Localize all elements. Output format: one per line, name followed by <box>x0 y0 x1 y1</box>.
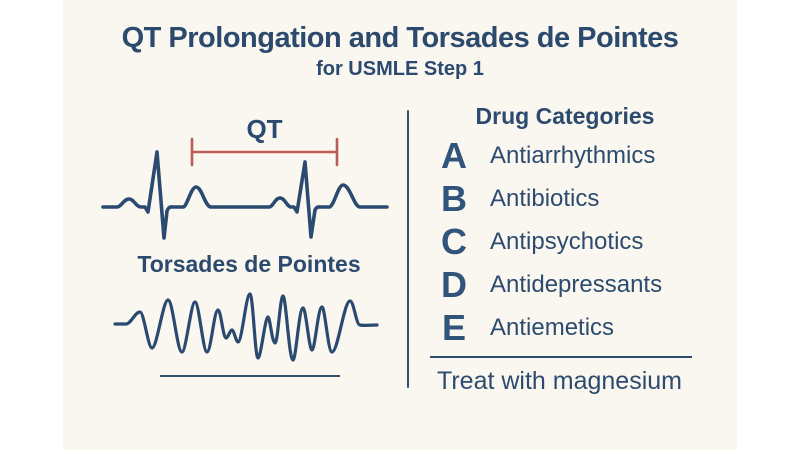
item-letter: B <box>441 177 467 219</box>
drug-categories-list: A Antiarrhythmics B Antibiotics C Antips… <box>432 134 732 349</box>
treatment-note: Treat with magnesium <box>437 367 682 395</box>
page-title: QT Prolongation and Torsades de Pointes <box>121 22 679 54</box>
item-letter: D <box>441 263 467 305</box>
torsades-diagram <box>113 292 379 362</box>
item-letter: C <box>441 220 467 262</box>
drug-categories-heading: Drug Categories <box>475 103 655 129</box>
ecg-waveform <box>101 150 389 240</box>
list-item-antibiotics: B Antibiotics <box>432 177 732 220</box>
item-label: Antibiotics <box>490 184 600 212</box>
list-item-antidepressants: D Antidepressants <box>432 263 732 306</box>
ecg-diagram <box>101 137 389 240</box>
item-label: Antipsychotics <box>490 227 644 255</box>
item-letter: E <box>441 306 466 348</box>
treatment-separator <box>430 356 692 358</box>
torsades-waveform <box>113 292 379 362</box>
item-label: Antiarrhythmics <box>490 141 656 169</box>
item-letter: A <box>441 134 467 176</box>
list-item-antiemetics: E Antiemetics <box>432 306 732 349</box>
title-block: QT Prolongation and Torsades de Pointes … <box>63 22 737 81</box>
qt-bracket <box>190 137 339 167</box>
qt-interval-label: QT <box>246 114 283 144</box>
torsades-underline <box>160 375 340 377</box>
item-label: Antidepressants <box>490 270 663 298</box>
section-divider <box>407 110 409 388</box>
list-item-antipsychotics: C Antipsychotics <box>432 220 732 263</box>
item-label: Antiemetics <box>490 313 615 341</box>
torsades-label: Torsades de Pointes <box>137 251 361 277</box>
content-card: QT Prolongation and Torsades de Pointes … <box>63 0 737 450</box>
list-item-antiarrhythmics: A Antiarrhythmics <box>432 134 732 177</box>
page-subtitle: for USMLE Step 1 <box>316 58 484 81</box>
